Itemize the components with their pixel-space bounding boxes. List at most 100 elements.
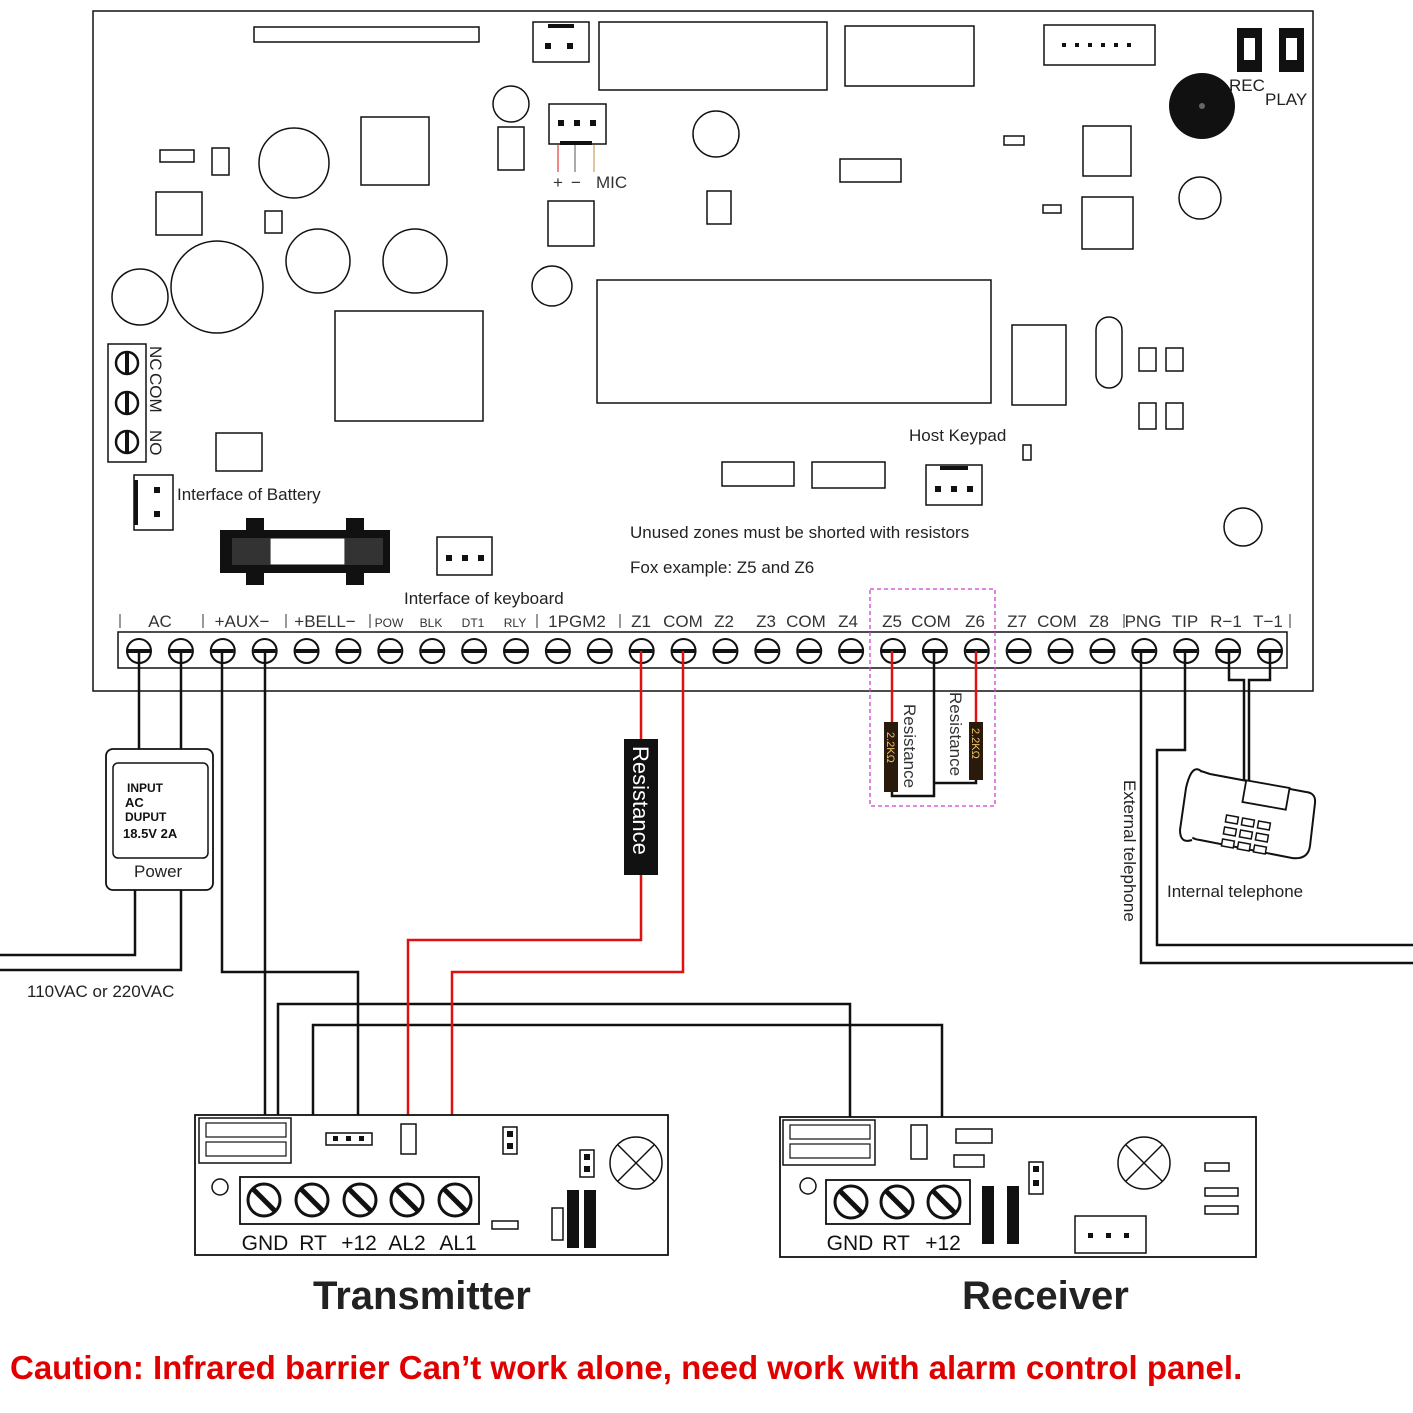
terminal-label: AC bbox=[148, 612, 172, 631]
terminal-screw bbox=[1089, 638, 1116, 664]
power-output-label: DUPUT bbox=[125, 810, 167, 824]
terminal-screw bbox=[1131, 638, 1158, 664]
external-telephone-label: External telephone bbox=[1120, 780, 1139, 922]
transmitter-title: Transmitter bbox=[313, 1274, 531, 1318]
terminal-label: DT1 bbox=[462, 616, 485, 630]
terminal-screw bbox=[335, 638, 362, 664]
terminal-screw bbox=[879, 1184, 915, 1220]
terminal-screw bbox=[342, 1182, 378, 1218]
wiring bbox=[0, 651, 1413, 1184]
z1-resistor: Resistance bbox=[624, 739, 658, 875]
terminal-label: R−1 bbox=[1210, 612, 1242, 631]
terminal-label: POW bbox=[375, 616, 404, 630]
mains-voltage-label: 110VAC or 220VAC bbox=[27, 982, 174, 1001]
terminal-screw bbox=[926, 1184, 962, 1220]
power-input-label: INPUT bbox=[127, 781, 164, 795]
terminal-screw bbox=[544, 638, 571, 664]
terminal-label: Z3 bbox=[756, 612, 776, 631]
transmitter-board: GND RT +12 AL2 AL1 bbox=[194, 1114, 669, 1256]
terminal-label: GND bbox=[242, 1232, 289, 1255]
terminal-screw bbox=[586, 638, 613, 664]
terminal-screw bbox=[1047, 638, 1074, 664]
terminal-label: COM bbox=[1037, 612, 1077, 631]
note-example: Fox example: Z5 and Z6 bbox=[630, 558, 814, 577]
terminal-screw bbox=[377, 638, 404, 664]
z6-resistor-label: Resistance bbox=[946, 692, 965, 776]
terminal-label: Z6 bbox=[965, 612, 985, 631]
fuse bbox=[220, 518, 390, 585]
board-components: REC PLAY + − MIC bbox=[107, 21, 1307, 608]
terminal-label: COM bbox=[786, 612, 826, 631]
power-rating: 18.5V 2A bbox=[123, 826, 178, 841]
terminal-label: Z2 bbox=[714, 612, 734, 631]
note-unused-zones: Unused zones must be shorted with resist… bbox=[630, 523, 969, 542]
terminal-screw bbox=[389, 1182, 425, 1218]
caution-note: Caution: Infrared barrier Can’t work alo… bbox=[10, 1349, 1242, 1386]
terminal-screw bbox=[419, 638, 446, 664]
terminal-label: AL2 bbox=[388, 1232, 425, 1255]
mic-plus-label: + bbox=[553, 173, 563, 192]
terminal-label: BLK bbox=[420, 616, 443, 630]
relay-nc-label: NC bbox=[146, 346, 165, 371]
terminal-label: +AUX− bbox=[215, 612, 270, 631]
rec-label: REC bbox=[1229, 76, 1265, 95]
z6-resistor-value: 2.2KΩ bbox=[969, 728, 981, 759]
terminal-label: COM bbox=[911, 612, 951, 631]
terminal-screw bbox=[796, 638, 823, 664]
terminal-strip bbox=[117, 631, 1288, 669]
terminal-label: +12 bbox=[925, 1232, 961, 1255]
terminal-screw bbox=[461, 638, 488, 664]
terminal-label: RT bbox=[882, 1232, 910, 1255]
terminal-label: TIP bbox=[1172, 612, 1198, 631]
terminal-screw bbox=[712, 638, 739, 664]
terminal-label: 1PGM2 bbox=[548, 612, 606, 631]
host-keypad-label: Host Keypad bbox=[909, 426, 1006, 445]
terminal-screw bbox=[294, 1182, 330, 1218]
power-adapter: INPUT AC DUPUT 18.5V 2A Power bbox=[105, 748, 214, 891]
power-name: Power bbox=[134, 862, 183, 881]
transmitter-terminal-labels: GND RT +12 AL2 AL1 bbox=[242, 1232, 477, 1255]
terminal-label: Z7 bbox=[1007, 612, 1027, 631]
receiver-terminal-labels: GND RT +12 bbox=[827, 1232, 961, 1255]
terminal-labels: AC +AUX− +BELL− POW BLK DT1 RLY 1PGM2 Z1 COM Z2 Z3 C… bbox=[119, 612, 1291, 631]
z5-resistor: 2.2KΩ Resistance bbox=[884, 704, 919, 792]
terminal-label: Z8 bbox=[1089, 612, 1109, 631]
keyboard-interface-label: Interface of keyboard bbox=[404, 589, 564, 608]
terminal-screw bbox=[1005, 638, 1032, 664]
terminal-label: PNG bbox=[1125, 612, 1162, 631]
terminal-screw bbox=[503, 638, 529, 664]
mic-minus-label: − bbox=[571, 173, 581, 192]
z5-resistor-label: Resistance bbox=[900, 704, 919, 788]
terminal-screw bbox=[833, 1184, 869, 1220]
z5-resistor-value: 2.2KΩ bbox=[884, 732, 896, 763]
telephone-icon bbox=[1178, 768, 1317, 860]
terminal-label: Z4 bbox=[838, 612, 858, 631]
terminal-label: RLY bbox=[504, 616, 526, 630]
play-label: PLAY bbox=[1265, 90, 1307, 109]
terminal-label: +12 bbox=[341, 1232, 377, 1255]
z1-resistor-label: Resistance bbox=[628, 746, 653, 855]
relay-no-label: NO bbox=[146, 430, 165, 456]
zone-example-box bbox=[869, 588, 996, 807]
terminal-screw bbox=[293, 638, 320, 664]
terminal-screw bbox=[838, 638, 865, 664]
receiver-board: GND RT +12 bbox=[779, 1116, 1257, 1258]
terminal-screw bbox=[246, 1182, 282, 1218]
relay-com-label: COM bbox=[146, 373, 165, 413]
terminal-label: Z5 bbox=[882, 612, 902, 631]
terminal-screw bbox=[754, 638, 781, 664]
receiver-title: Receiver bbox=[962, 1274, 1129, 1318]
terminal-label: Z1 bbox=[631, 612, 651, 631]
terminal-label: GND bbox=[827, 1232, 874, 1255]
terminal-label: AL1 bbox=[439, 1232, 476, 1255]
terminal-screw bbox=[437, 1182, 473, 1218]
terminal-label: T−1 bbox=[1253, 612, 1283, 631]
z6-resistor: 2.2KΩ Resistance bbox=[946, 692, 983, 780]
terminal-label: +BELL− bbox=[294, 612, 356, 631]
terminal-label: RT bbox=[299, 1232, 327, 1255]
power-ac-label: AC bbox=[125, 795, 144, 810]
terminal-label: COM bbox=[663, 612, 703, 631]
battery-interface-label: Interface of Battery bbox=[177, 485, 321, 504]
internal-telephone-label: Internal telephone bbox=[1167, 882, 1303, 901]
